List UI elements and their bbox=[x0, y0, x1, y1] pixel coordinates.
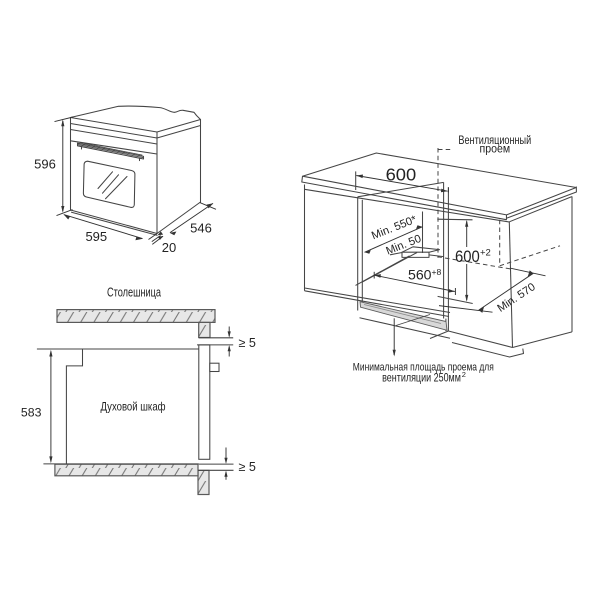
svg-text:Минимальная площадь проема для: Минимальная площадь проема для bbox=[353, 361, 494, 373]
svg-text:595: 595 bbox=[85, 229, 107, 244]
svg-text:Вентиляционный: Вентиляционный bbox=[458, 134, 531, 147]
svg-text:Min. 570: Min. 570 bbox=[495, 281, 537, 315]
svg-text:≥ 5: ≥ 5 bbox=[239, 336, 256, 350]
svg-text:+2: +2 bbox=[480, 247, 491, 258]
svg-text:600: 600 bbox=[455, 247, 480, 266]
svg-text:596: 596 bbox=[34, 156, 56, 171]
svg-text:2: 2 bbox=[462, 370, 466, 379]
svg-text:Столешница: Столешница bbox=[107, 286, 161, 300]
svg-text:≥ 5: ≥ 5 bbox=[239, 460, 256, 474]
svg-text:600: 600 bbox=[386, 164, 417, 184]
svg-text:Духовой шкаф: Духовой шкаф bbox=[101, 400, 166, 414]
svg-text:560+8: 560+8 bbox=[408, 267, 442, 283]
svg-text:Min. 50: Min. 50 bbox=[384, 233, 423, 258]
svg-text:вентиляции 250мм: вентиляции 250мм bbox=[382, 372, 461, 385]
svg-text:583: 583 bbox=[21, 406, 42, 420]
svg-text:20: 20 bbox=[162, 240, 176, 255]
svg-text:проем: проем bbox=[480, 142, 511, 155]
svg-text:546: 546 bbox=[190, 220, 212, 235]
